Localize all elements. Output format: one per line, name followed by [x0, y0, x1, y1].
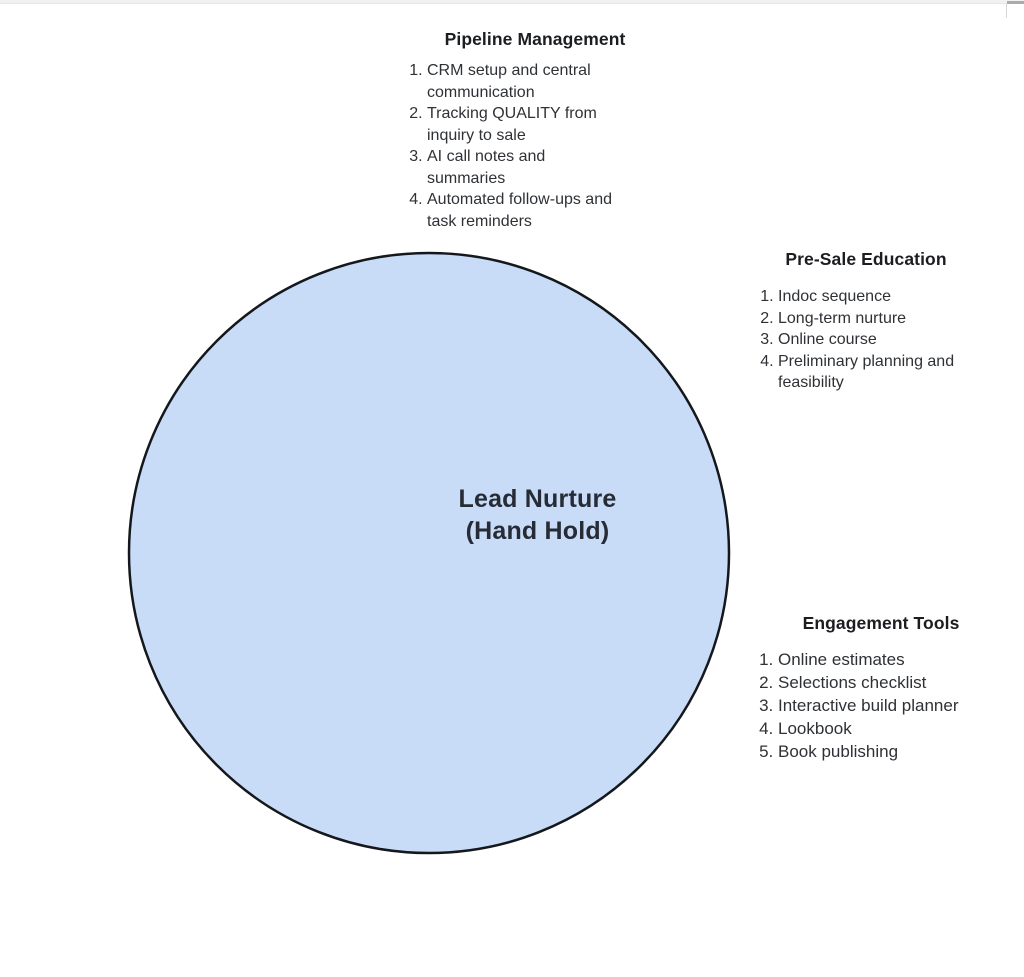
section-title-pipeline-management: Pipeline Management	[444, 29, 626, 49]
circle-label-line2: (Hand Hold)	[465, 517, 610, 545]
pre-sale-education-list: Indoc sequence Long-term nurture Online …	[748, 286, 990, 394]
list-item: Indoc sequence	[778, 286, 990, 308]
section-title-pre-sale-education: Pre-Sale Education	[785, 249, 947, 269]
engagement-tools-list: Online estimates Selections checklist In…	[748, 648, 1018, 763]
list-item: Online estimates	[778, 648, 1018, 671]
scrollbar-thumb[interactable]	[1007, 1, 1024, 4]
scrollbar-track-line	[1006, 4, 1007, 18]
list-item: Preliminary planning and feasibility	[778, 351, 990, 394]
section-title-engagement-tools: Engagement Tools	[802, 613, 960, 633]
list-item: Lookbook	[778, 717, 1018, 740]
list-item: CRM setup and central communication	[427, 60, 612, 103]
list-item: Long-term nurture	[778, 308, 990, 330]
list-item: AI call notes and summaries	[427, 146, 612, 189]
list-item: Online course	[778, 329, 990, 351]
list-item: Tracking QUALITY from inquiry to sale	[427, 103, 612, 146]
lead-nurture-circle[interactable]	[127, 251, 731, 855]
scrollbar-track-top	[0, 0, 1024, 4]
list-item: Book publishing	[778, 740, 1018, 763]
pipeline-management-list: CRM setup and central communication Trac…	[397, 60, 612, 232]
list-item: Selections checklist	[778, 671, 1018, 694]
list-item: Automated follow-ups and task reminders	[427, 189, 612, 232]
list-item: Interactive build planner	[778, 694, 1018, 717]
circle-label-line1: Lead Nurture	[458, 485, 617, 513]
circle-label: Lead Nurture (Hand Hold)	[420, 483, 655, 547]
